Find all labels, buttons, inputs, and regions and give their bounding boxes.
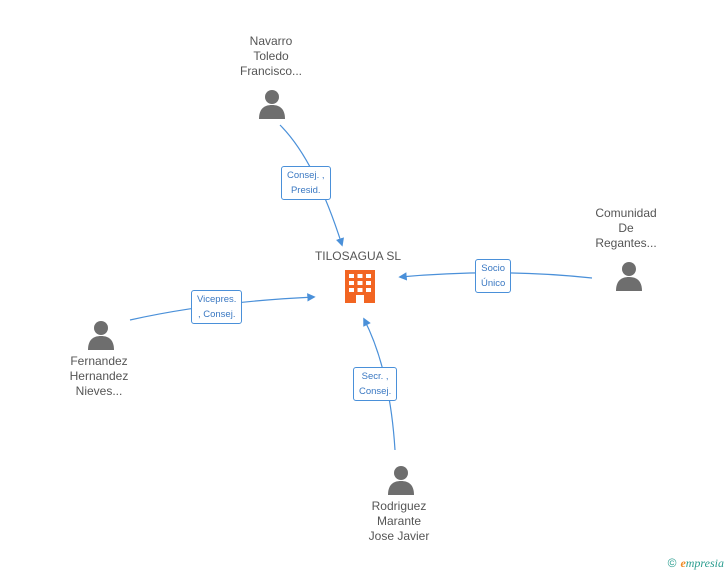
relation-label-navarro[interactable]: Consej. , Presid. xyxy=(281,166,331,200)
person-label-rodriguez[interactable]: Rodriguez Marante Jose Javier xyxy=(368,499,430,543)
company-name[interactable]: TILOSAGUA SL xyxy=(314,249,402,263)
person-icon[interactable] xyxy=(88,321,114,350)
person-icon[interactable] xyxy=(259,90,285,119)
relation-label-fernandez[interactable]: Vicepres. , Consej. xyxy=(191,290,243,324)
person-icon[interactable] xyxy=(616,262,642,291)
copyright-symbol: © xyxy=(667,556,677,570)
building-icon[interactable] xyxy=(345,270,375,303)
brand-name: mpresia xyxy=(685,556,724,570)
person-label-navarro[interactable]: Navarro Toledo Francisco... xyxy=(239,34,302,78)
person-label-fernandez[interactable]: Fernandez Hernandez Nieves... xyxy=(69,354,129,398)
relation-label-comunidad[interactable]: Socio Único xyxy=(475,259,512,293)
person-icon[interactable] xyxy=(388,466,414,495)
relation-label-rodriguez[interactable]: Secr. , Consej. xyxy=(353,367,398,401)
empresia-logo[interactable]: ©empresia xyxy=(668,556,724,571)
person-label-comunidad[interactable]: Comunidad De Regantes... xyxy=(595,206,657,250)
brand-initial: e xyxy=(680,556,686,570)
